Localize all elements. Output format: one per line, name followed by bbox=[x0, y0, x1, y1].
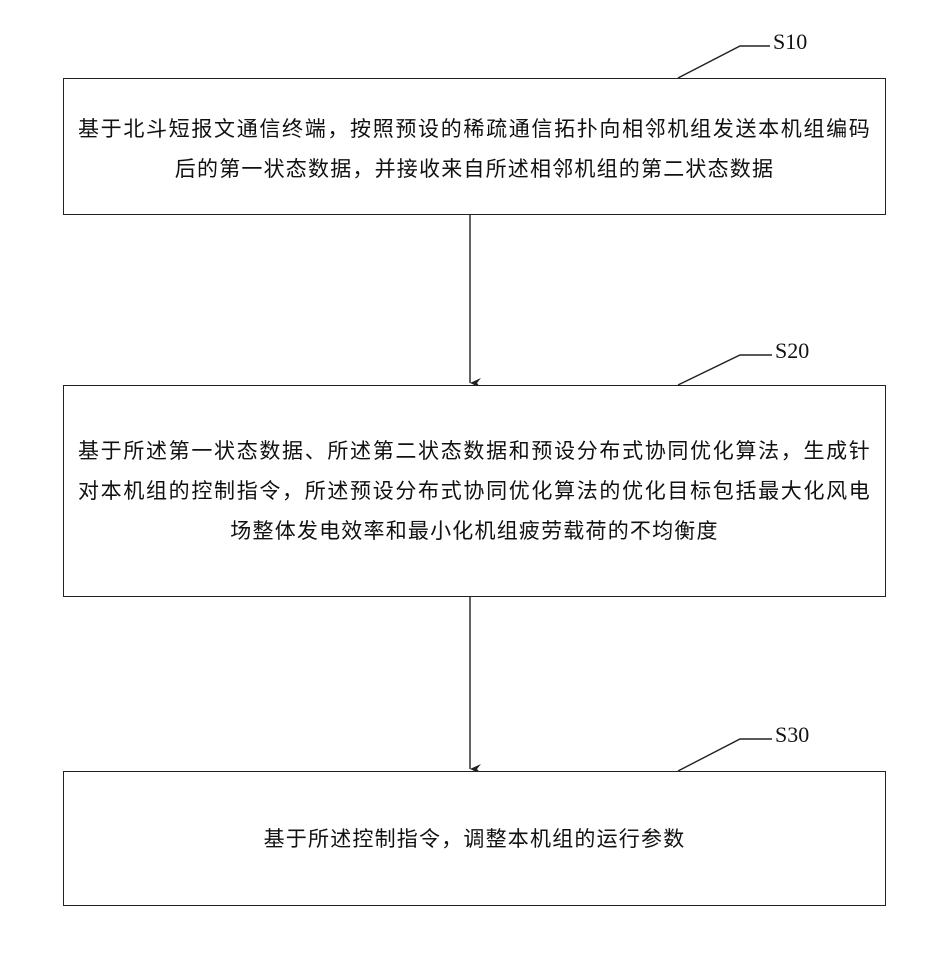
step-box-s10: 基于北斗短报文通信终端，按照预设的稀疏通信拓扑向相邻机组发送本机组编码后的第一状… bbox=[63, 78, 886, 215]
step-box-s30: 基于所述控制指令，调整本机组的运行参数 bbox=[63, 771, 886, 906]
step-box-s20: 基于所述第一状态数据、所述第二状态数据和预设分布式协同优化算法，生成针对本机组的… bbox=[63, 385, 886, 597]
step-text-s10: 基于北斗短报文通信终端，按照预设的稀疏通信拓扑向相邻机组发送本机组编码后的第一状… bbox=[64, 105, 885, 189]
step-label-s20: S20 bbox=[775, 340, 809, 362]
step-text-s20: 基于所述第一状态数据、所述第二状态数据和预设分布式协同优化算法，生成针对本机组的… bbox=[64, 431, 885, 551]
s30-leader-line bbox=[678, 739, 772, 771]
step-label-s10: S10 bbox=[773, 31, 807, 53]
s20-leader-line bbox=[678, 355, 772, 385]
step-label-s30: S30 bbox=[775, 724, 809, 746]
step-text-s30: 基于所述控制指令，调整本机组的运行参数 bbox=[64, 819, 885, 859]
s10-leader-line bbox=[678, 46, 770, 78]
